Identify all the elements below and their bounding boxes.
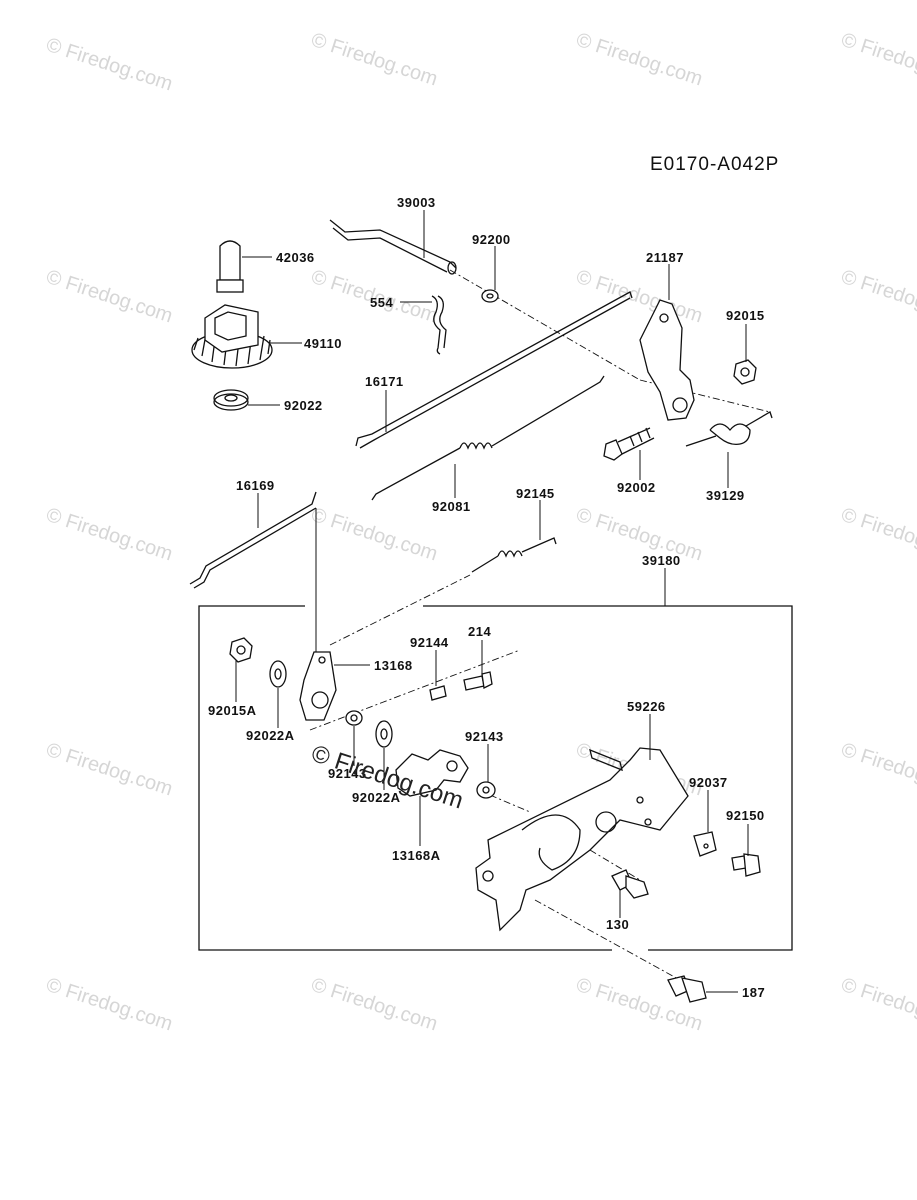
screw-92144 bbox=[429, 685, 447, 701]
leader-lines bbox=[235, 210, 749, 993]
washer-92022 bbox=[213, 389, 249, 411]
watermark: © Firedog.com bbox=[838, 739, 917, 801]
part-label: 39003 bbox=[397, 195, 436, 210]
part-label: 16169 bbox=[236, 478, 275, 493]
washer-92022A-1 bbox=[269, 660, 287, 688]
part-label: 16171 bbox=[365, 374, 404, 389]
watermark: © Firedog.com bbox=[43, 266, 175, 328]
part-label: 92022 bbox=[284, 398, 323, 413]
part-label: 59226 bbox=[627, 699, 666, 714]
screw-214 bbox=[463, 671, 493, 691]
knob-42036 bbox=[216, 240, 244, 293]
watermark: © Firedog.com bbox=[43, 34, 175, 96]
diagram-code: E0170-A042P bbox=[650, 154, 779, 175]
rod-16171 bbox=[355, 291, 633, 449]
washer-92143 bbox=[345, 710, 363, 726]
part-label: 92150 bbox=[726, 808, 765, 823]
part-label: 21187 bbox=[646, 250, 684, 265]
part-label: 92037 bbox=[689, 775, 728, 790]
lever-21187 bbox=[639, 299, 695, 421]
spring-39129 bbox=[685, 411, 773, 447]
washer-92143b bbox=[476, 781, 496, 799]
gear-49110 bbox=[191, 304, 273, 369]
part-label: 187 bbox=[742, 985, 765, 1000]
part-label: 39129 bbox=[706, 488, 745, 503]
part-labels: 39003 42036 92200 21187 554 49110 92015 … bbox=[208, 195, 765, 1000]
nut-92015A bbox=[229, 637, 253, 663]
part-label: 49110 bbox=[304, 336, 342, 351]
lever-13168A bbox=[395, 749, 469, 797]
part-label: 554 bbox=[370, 295, 393, 310]
part-label: 130 bbox=[606, 917, 629, 932]
watermark: © Firedog.com bbox=[308, 504, 440, 566]
watermark: © Firedog.com bbox=[308, 29, 440, 91]
watermark: © Firedog.com bbox=[838, 504, 917, 566]
part-label: 92022A bbox=[246, 728, 295, 743]
bolt-187 bbox=[667, 975, 707, 1003]
lever-13168 bbox=[299, 651, 337, 721]
washer-92022A-2 bbox=[375, 720, 393, 748]
plate-59226 bbox=[475, 747, 689, 932]
part-label: 92143 bbox=[328, 766, 367, 781]
part-label: 92002 bbox=[617, 480, 656, 495]
watermark: © Firedog.com bbox=[43, 504, 175, 566]
spring-92081 bbox=[371, 375, 605, 501]
part-label: 214 bbox=[468, 624, 491, 639]
rod-16169 bbox=[189, 491, 317, 589]
part-label: 92143 bbox=[465, 729, 504, 744]
part-label: 42036 bbox=[276, 250, 315, 265]
watermark: © Firedog.com bbox=[573, 504, 705, 566]
watermark: © Firedog.com bbox=[573, 29, 705, 91]
bolt-130 bbox=[611, 869, 649, 899]
part-label: 92015 bbox=[726, 308, 765, 323]
assembly-frame-39180 bbox=[198, 568, 793, 951]
part-label: 92144 bbox=[410, 635, 449, 650]
nut-92015 bbox=[733, 359, 757, 385]
watermark: © Firedog.com bbox=[308, 974, 440, 1036]
watermark: © Firedog.com bbox=[43, 739, 175, 801]
spring-92145 bbox=[471, 537, 557, 573]
washer-92200 bbox=[481, 289, 499, 303]
shaft-39003 bbox=[329, 219, 457, 275]
part-label: 13168A bbox=[392, 848, 441, 863]
watermark: © Firedog.com bbox=[838, 29, 917, 91]
clip-554 bbox=[431, 295, 447, 355]
watermark: © Firedog.com bbox=[838, 266, 917, 328]
part-label: 92081 bbox=[432, 499, 471, 514]
part-label: 92145 bbox=[516, 486, 555, 501]
part-label: 39180 bbox=[642, 553, 681, 568]
part-label: 13168 bbox=[374, 658, 413, 673]
watermark: © Firedog.com bbox=[43, 974, 175, 1036]
watermark: © Firedog.com bbox=[838, 974, 917, 1036]
bolt-92150 bbox=[731, 853, 761, 877]
bolt-92002 bbox=[603, 427, 655, 461]
part-label: 92200 bbox=[472, 232, 511, 247]
clamp-92037 bbox=[693, 831, 717, 857]
part-label: 92022A bbox=[352, 790, 401, 805]
part-label: 92015A bbox=[208, 703, 257, 718]
